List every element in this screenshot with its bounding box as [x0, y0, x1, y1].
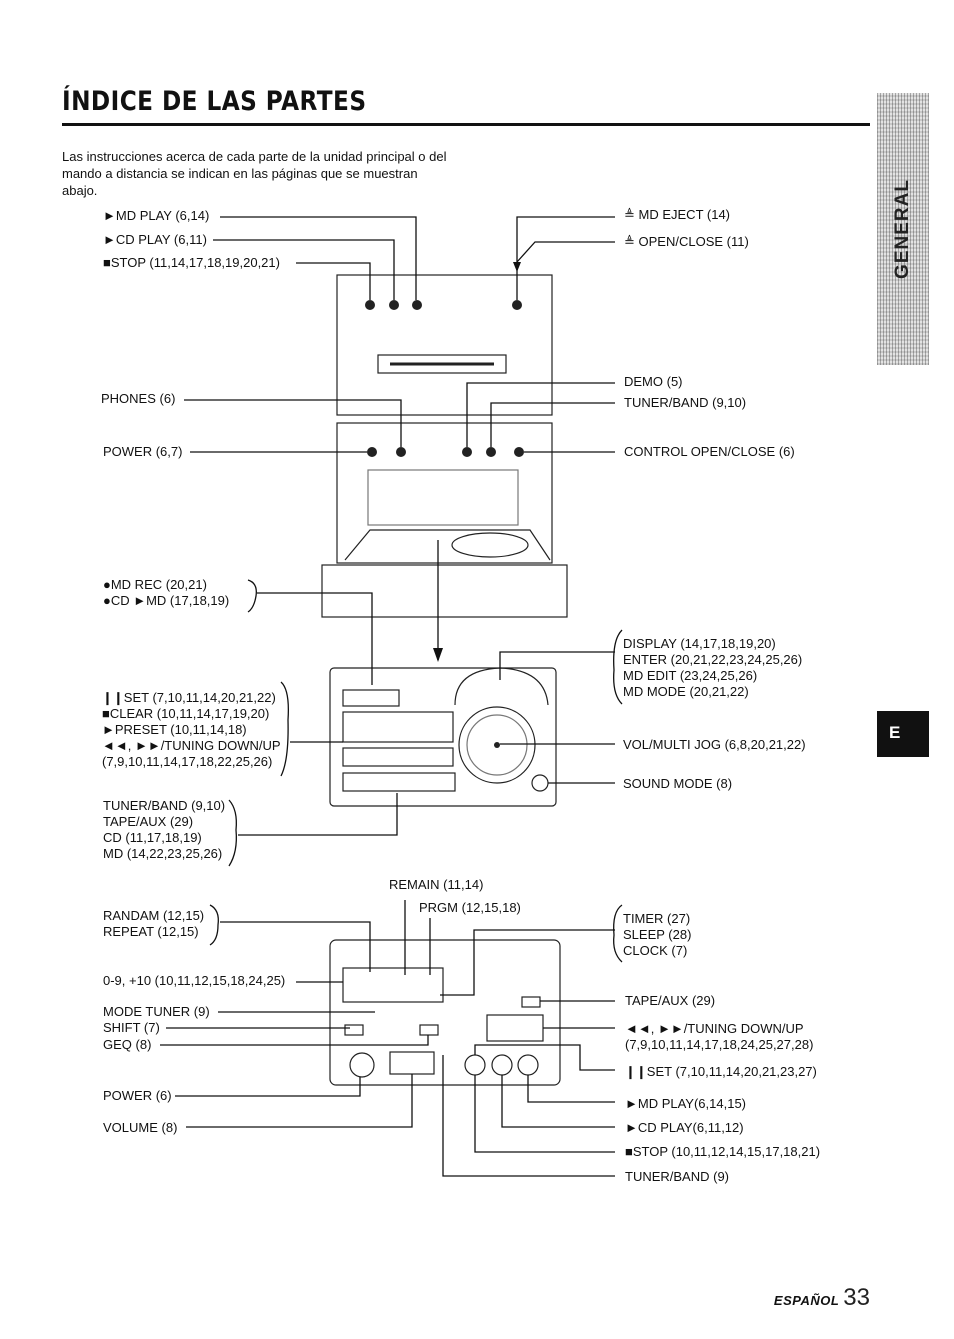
label-md-eject: ≜ MD EJECT (14) — [624, 207, 730, 222]
label-remote-set: ❙❙SET (7,10,11,14,20,21,23,27) — [625, 1064, 817, 1079]
label-preset: ►PRESET (10,11,14,18) — [102, 722, 247, 737]
label-remote-cd-play: ►CD PLAY(6,11,12) — [625, 1120, 744, 1135]
label-tuner-band: TUNER/BAND (9,10) — [624, 395, 747, 410]
remote-number-keys — [342, 967, 444, 1003]
label-remote-md-play: ►MD PLAY(6,14,15) — [625, 1096, 747, 1111]
sound-mode-knob — [531, 774, 549, 792]
label-numbers: 0-9, +10 (10,11,12,15,18,24,25) — [103, 973, 286, 988]
label-cd-md: ●CD ►MD (17,18,19) — [103, 593, 230, 608]
title-rule — [62, 123, 870, 126]
label-rec-block: ●MD REC (20,21) ●CD ►MD (17,18,19) — [103, 577, 229, 609]
label-open-close: ≜ OPEN/CLOSE (11) — [624, 234, 749, 249]
label-remote-tuning-pages: (7,9,10,11,14,17,18,24,25,27,28) — [625, 1037, 814, 1052]
intro-paragraph: Las instrucciones acerca de cada parte d… — [62, 149, 447, 198]
display-window — [367, 469, 519, 526]
remote-tuning-keys — [486, 1014, 544, 1042]
label-cd-panel: CD (11,17,18,19) — [103, 830, 202, 845]
md-slot — [377, 354, 507, 374]
base-unit — [321, 564, 568, 618]
label-control-open-close: CONTROL OPEN/CLOSE (6) — [624, 444, 795, 459]
label-panel-right-block: DISPLAY (14,17,18,19,20) ENTER (20,21,22… — [623, 636, 802, 700]
label-random-block: RANDAM (12,15) REPEAT (12,15) — [103, 908, 204, 940]
label-tuner-band-panel: TUNER/BAND (9,10) — [103, 798, 226, 813]
label-sound-mode: SOUND MODE (8) — [623, 776, 733, 791]
label-power: POWER (6,7) — [103, 444, 183, 459]
remote-power-key — [349, 1052, 375, 1078]
label-remote-tuning-block: ◄◄, ►►/TUNING DOWN/UP (7,9,10,11,14,17,1… — [625, 1021, 813, 1053]
label-timer: TIMER (27) — [623, 911, 691, 926]
label-randam: RANDAM (12,15) — [103, 908, 205, 923]
panel-top-arc — [454, 667, 549, 706]
label-display: DISPLAY (14,17,18,19,20) — [623, 636, 776, 651]
label-set: ❙❙SET (7,10,11,14,20,21,22) — [102, 690, 276, 705]
label-remain: REMAIN (11,14) — [389, 877, 484, 892]
label-geq: GEQ (8) — [103, 1037, 152, 1052]
label-remote-power: POWER (6) — [103, 1088, 172, 1103]
label-timer-block: TIMER (27) SLEEP (28) CLOCK (7) — [623, 911, 691, 959]
language-tab-label: E — [889, 723, 901, 742]
label-remote-tape-aux: TAPE/AUX (29) — [625, 993, 716, 1008]
page-number: 33 — [843, 1284, 870, 1311]
label-tape-aux-panel: TAPE/AUX (29) — [103, 814, 194, 829]
label-cd-play: ►CD PLAY (6,11) — [103, 232, 207, 247]
sidebar-tab-background — [877, 93, 929, 365]
jog-dial — [458, 706, 536, 784]
label-prgm: PRGM (12,15,18) — [419, 900, 521, 915]
label-shift: SHIFT (7) — [103, 1020, 160, 1035]
panel-button-row1 — [342, 689, 400, 707]
label-source-block: TUNER/BAND (9,10) TAPE/AUX (29) CD (11,1… — [103, 798, 225, 862]
label-mode-tuner: MODE TUNER (9) — [103, 1004, 210, 1019]
label-volume: VOLUME (8) — [103, 1120, 178, 1135]
label-demo: DEMO (5) — [624, 374, 683, 389]
cd-lid — [451, 532, 529, 558]
label-clear: ■CLEAR (10,11,14,17,19,20) — [102, 706, 270, 721]
label-md-mode: MD MODE (20,21,22) — [623, 684, 749, 699]
control-panel-outline — [329, 667, 557, 807]
label-md-edit: MD EDIT (23,24,25,26) — [623, 668, 758, 683]
panel-button-row3 — [342, 747, 454, 767]
label-remote-tuning: ◄◄, ►►/TUNING DOWN/UP — [625, 1021, 804, 1036]
remote-volume-keys — [389, 1051, 435, 1075]
label-sleep: SLEEP (28) — [623, 927, 692, 942]
cd-tray-area — [344, 529, 551, 561]
label-stop: ■STOP (11,14,17,18,19,20,21) — [103, 255, 280, 270]
main-unit-outline — [336, 422, 553, 564]
page-title: ÍNDICE DE LAS PARTES — [62, 86, 367, 117]
md-deck-outline — [336, 274, 553, 416]
label-md-rec: ●MD REC (20,21) — [103, 577, 207, 592]
label-md-play: ►MD PLAY (6,14) — [103, 208, 210, 223]
footer-language: ESPAÑOL — [773, 1293, 840, 1308]
label-remote-tuner-band: TUNER/BAND (9) — [625, 1169, 730, 1184]
label-panel-left-block: ❙❙SET (7,10,11,14,20,21,22) ■CLEAR (10,1… — [102, 690, 281, 770]
label-vol-jog: VOL/MULTI JOG (6,8,20,21,22) — [623, 737, 806, 752]
panel-source-buttons — [342, 772, 456, 792]
label-tuning-pages: (7,9,10,11,14,17,18,22,25,26) — [102, 754, 273, 769]
panel-button-row2 — [342, 711, 454, 743]
label-enter: ENTER (20,21,22,23,24,25,26) — [623, 652, 803, 667]
label-phones: PHONES (6) — [101, 391, 176, 406]
label-clock: CLOCK (7) — [623, 943, 688, 958]
label-repeat: REPEAT (12,15) — [103, 924, 199, 939]
label-tuning: ◄◄, ►►/TUNING DOWN/UP — [102, 738, 281, 753]
label-remote-stop: ■STOP (10,11,12,14,15,17,18,21) — [625, 1144, 821, 1159]
label-md-panel: MD (14,22,23,25,26) — [103, 846, 223, 861]
language-tab: E — [877, 711, 929, 757]
